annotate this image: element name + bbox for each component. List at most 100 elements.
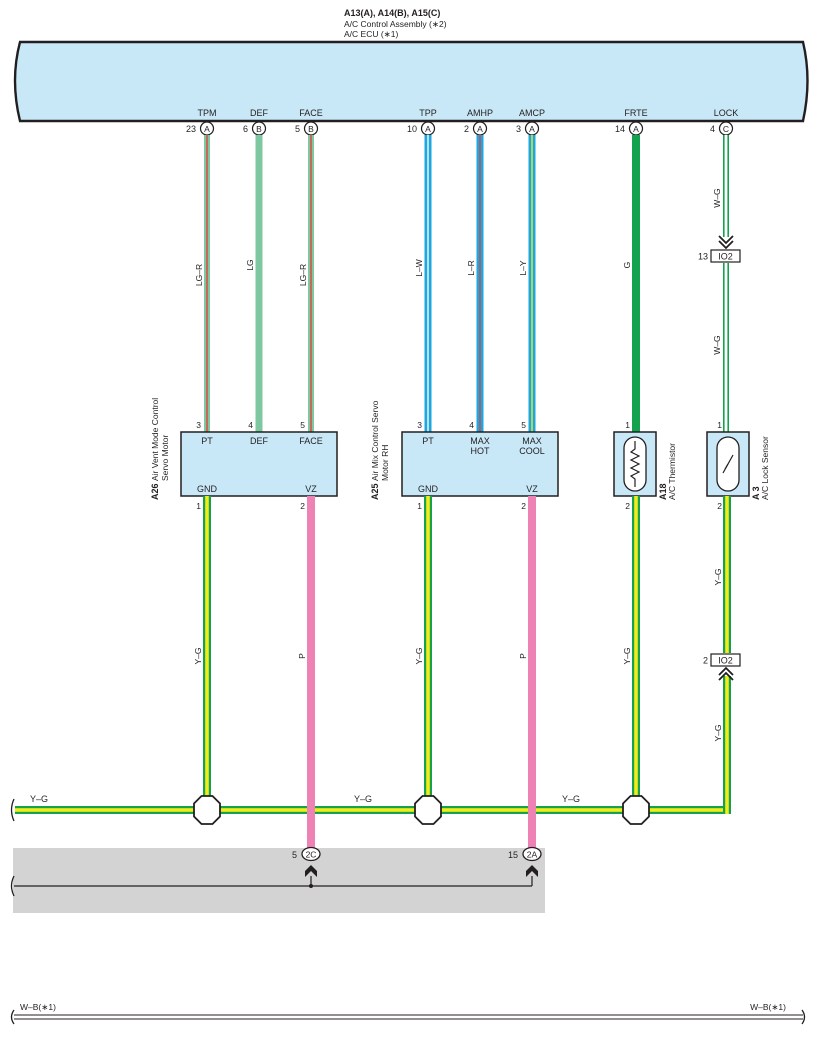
pin-number: 10 [407, 124, 417, 134]
ground-bus [15, 676, 731, 814]
a26-name-2: Servo Motor [160, 435, 170, 481]
a25-name-2: Motor RH [380, 445, 390, 481]
connector-letter: B [308, 124, 314, 134]
svg-text:HOT: HOT [471, 446, 491, 456]
pin-number: 5 [295, 124, 300, 134]
ecu-pin-frte: FRTE [624, 108, 647, 118]
wire-a26-vz [307, 496, 315, 848]
pin-number: 2 [464, 124, 469, 134]
a26-name-1: Air Vent Mode Control [150, 398, 160, 481]
svg-text:COOL: COOL [519, 446, 545, 456]
wire-label: W–G [712, 188, 722, 207]
component-a26: 3 4 5 PT DEF FACE GND VZ 1 2 A26 Air Ven… [150, 398, 338, 511]
connector-arrow [526, 865, 538, 877]
io2-top-connector: IO2 13 [698, 235, 741, 263]
resistor-icon [629, 441, 641, 487]
wire-label: L–R [466, 260, 476, 276]
wire-label: Y–G [193, 647, 203, 664]
junction-connectors: 5 2C 15 2A [14, 846, 542, 888]
connector-arrow [305, 865, 317, 877]
wire-frte [632, 135, 640, 432]
ecu-pin-tpm: TPM [198, 108, 217, 118]
connector-letter: B [256, 124, 262, 134]
thermistor-symbol [623, 436, 647, 492]
svg-text:1: 1 [625, 420, 630, 430]
a25-id: A25 [370, 483, 380, 500]
wire-label: P [297, 653, 307, 659]
junction-pin: 5 [292, 850, 297, 860]
bus-label: Y–G [562, 794, 580, 804]
wire-label: Y–G [622, 647, 632, 664]
io2-bottom-label: IO2 [718, 656, 733, 666]
lower-wire-labels: Y–G P Y–G P Y–G Y–G Y–G [193, 568, 723, 741]
ecu-pin-tpp: TPP [419, 108, 437, 118]
lower-wires [203, 496, 731, 848]
junction-label: 2A [527, 850, 538, 860]
svg-text:4: 4 [248, 420, 253, 430]
splice-point [414, 795, 442, 825]
junction-label: 2C [306, 850, 317, 860]
svg-text:4: 4 [469, 420, 474, 430]
io2-top-label: IO2 [718, 252, 733, 262]
upper-wires [204, 135, 729, 432]
wire-a25-vz [528, 496, 536, 848]
bottom-wire: W–B(∗1) W–B(∗1) [10, 1002, 806, 1025]
svg-text:GND: GND [418, 484, 439, 494]
svg-text:2: 2 [521, 501, 526, 511]
wire-label: LG [245, 259, 255, 270]
svg-text:2: 2 [300, 501, 305, 511]
ecu-pin-labels: TPM DEF FACE TPP AMHP AMCP FRTE LOCK [198, 108, 739, 118]
wire-label: LG–R [194, 264, 204, 286]
ecu-body [13, 40, 809, 123]
continuation-marks [10, 798, 15, 897]
wire-label: Y–G [713, 724, 723, 741]
io2-bottom-connector: IO2 2 [703, 653, 741, 681]
connector-letter: A [204, 124, 210, 134]
wire-label: Y–G [414, 647, 424, 664]
ecu-title-line3: A/C ECU (∗1) [344, 29, 399, 39]
bottom-wire-label-left: W–B(∗1) [20, 1002, 56, 1012]
ecu-pin-lock: LOCK [714, 108, 739, 118]
pin-number: 6 [243, 124, 248, 134]
a25-name-1: Air Mix Control Servo [370, 400, 380, 481]
svg-text:VZ: VZ [305, 484, 317, 494]
svg-text:3: 3 [417, 420, 422, 430]
a18-id: A18 [658, 483, 668, 500]
a3-name: A/C Lock Sensor [760, 436, 770, 500]
component-a3: 1 2 A 3 A/C Lock Sensor [706, 420, 770, 511]
wire-label: W–G [712, 335, 722, 354]
a18-name: A/C Thermistor [667, 443, 677, 500]
bottom-wire-label-right: W–B(∗1) [750, 1002, 786, 1012]
wire-label: P [518, 653, 528, 659]
pin-number: 3 [516, 124, 521, 134]
bus-label: Y–G [354, 794, 372, 804]
a25-body [401, 431, 559, 497]
a26-body [180, 431, 338, 497]
svg-text:2: 2 [717, 501, 722, 511]
svg-text:GND: GND [197, 484, 218, 494]
a26-id: A26 [150, 483, 160, 500]
ecu-connector-ids: A13(A), A14(B), A15(C) [344, 8, 440, 18]
connector-letter: A [633, 124, 639, 134]
connector-letter: A [425, 124, 431, 134]
wire-label: L–W [414, 259, 424, 276]
svg-text:2: 2 [625, 501, 630, 511]
io2-bottom-pin: 2 [703, 656, 708, 666]
svg-text:DEF: DEF [250, 436, 269, 446]
upper-wire-labels: LG–R LG LG–R L–W L–R L–Y G W–G W–G [194, 188, 722, 354]
svg-text:1: 1 [717, 420, 722, 430]
pin-number: 4 [710, 124, 715, 134]
ecu-pin-connectors: 23 A 6 B 5 B 10 A 2 A 3 A 14 A 4 C [186, 121, 734, 136]
splice-point [193, 795, 221, 825]
svg-text:PT: PT [201, 436, 213, 446]
ecu-pin-amhp: AMHP [467, 108, 493, 118]
connector-letter: C [723, 124, 729, 134]
ground-bus-labels: Y–G Y–G Y–G [30, 794, 580, 804]
junction-pin: 15 [508, 850, 518, 860]
wire-def [255, 135, 263, 432]
connector-letter: A [477, 124, 483, 134]
io2-top-pin: 13 [698, 252, 708, 262]
splice-point [622, 795, 650, 825]
bus-label: Y–G [30, 794, 48, 804]
ecu-title-line2: A/C Control Assembly (∗2) [344, 19, 447, 29]
